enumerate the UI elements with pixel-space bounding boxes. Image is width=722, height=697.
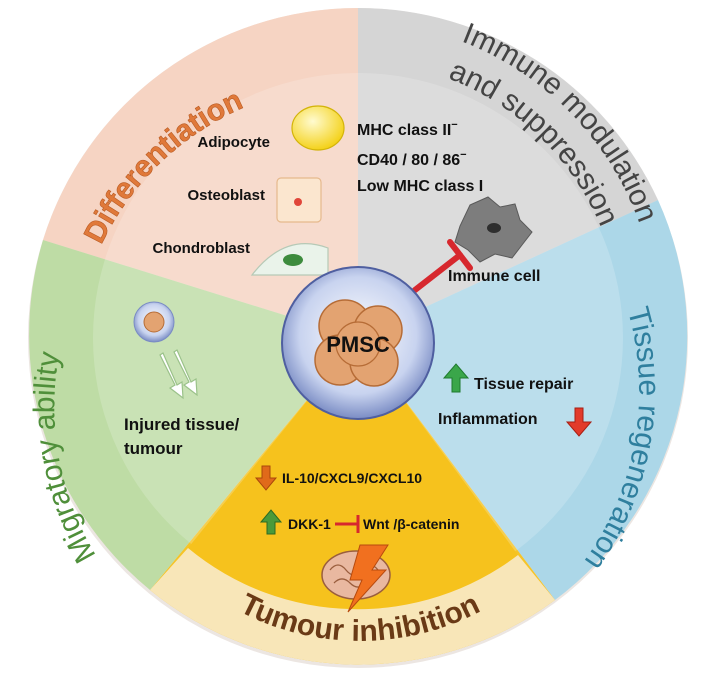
tumour-inner (188, 338, 518, 610)
marker-cd40: CD40 / 80 / 86− (357, 149, 467, 169)
lightning-icon (347, 544, 389, 613)
immune-cell-label: Immune cell (448, 268, 540, 285)
pmsc-nucleus-icon (314, 299, 403, 387)
dkk-up-arrow-icon (259, 509, 283, 535)
migration-arrow-icon-2 (173, 349, 198, 397)
immune-cell-nucleus-icon (487, 223, 501, 233)
sector-immune (358, 7, 658, 339)
arrow-up-icon (442, 363, 470, 393)
migration-arrow-icon (159, 352, 184, 400)
adipocyte-label: Adipocyte (197, 134, 270, 151)
inflammation-label: Inflammation (438, 411, 538, 428)
sector-tissue (358, 200, 688, 600)
sector-migratory (29, 240, 358, 590)
marker-mhc-i: Low MHC class I (357, 178, 483, 195)
inhibit-arrow-line (412, 252, 463, 293)
cytokines-label: IL-10/CXCL9/CXCL10 (282, 470, 422, 486)
osteoblast-label: Osteoblast (187, 187, 265, 204)
tissue-repair-label: Tissue repair (474, 376, 573, 393)
chondroblast-label: Chondroblast (153, 240, 251, 257)
marker-mhc-ii: MHC class II− (357, 119, 458, 139)
migrating-cell-core-icon (143, 311, 165, 333)
inhibit-arrow-bar (447, 239, 473, 271)
dkk-label: DKK-1 (288, 516, 331, 532)
adipocyte-icon (291, 105, 345, 151)
wnt-label: Wnt /β-catenin (363, 516, 459, 532)
arrow-down-icon (565, 407, 593, 437)
tumour-label: tumour (124, 439, 183, 458)
chondroblast-nucleus-icon (283, 254, 303, 266)
injured-tissue-label: Injured tissue/ (124, 415, 240, 434)
osteoblast-nucleus-icon (294, 198, 302, 206)
cytokine-down-arrow-icon (254, 465, 278, 491)
pmsc-label: PMSC (326, 332, 390, 357)
tumour-outer-band (150, 548, 555, 665)
